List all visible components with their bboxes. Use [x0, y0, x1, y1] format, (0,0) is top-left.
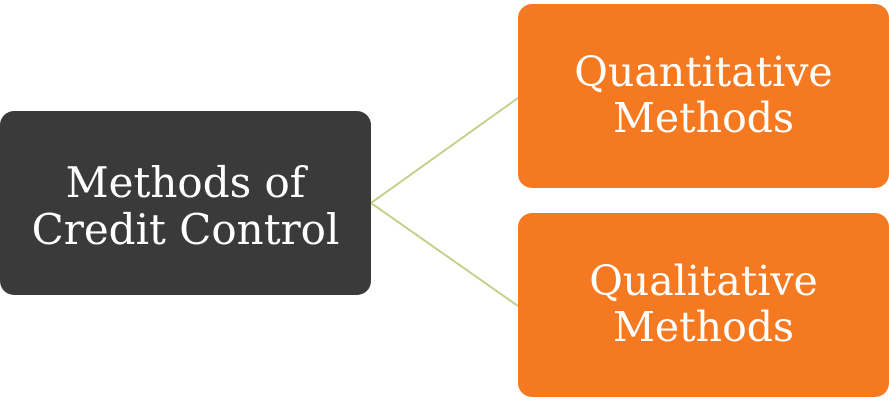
child-node-label-quantitative: Quantitative Methods	[574, 48, 833, 142]
root-node-methods-of-credit-control: Methods of Credit Control	[0, 111, 371, 295]
child-node-quantitative-methods: Quantitative Methods	[518, 4, 889, 188]
connector-line-quantitative	[370, 97, 519, 204]
connector-line-qualitative	[370, 202, 519, 307]
child-node-qualitative-methods: Qualitative Methods	[518, 213, 889, 397]
root-node-label: Methods of Credit Control	[31, 157, 340, 254]
child-node-label-qualitative: Qualitative Methods	[589, 257, 818, 351]
